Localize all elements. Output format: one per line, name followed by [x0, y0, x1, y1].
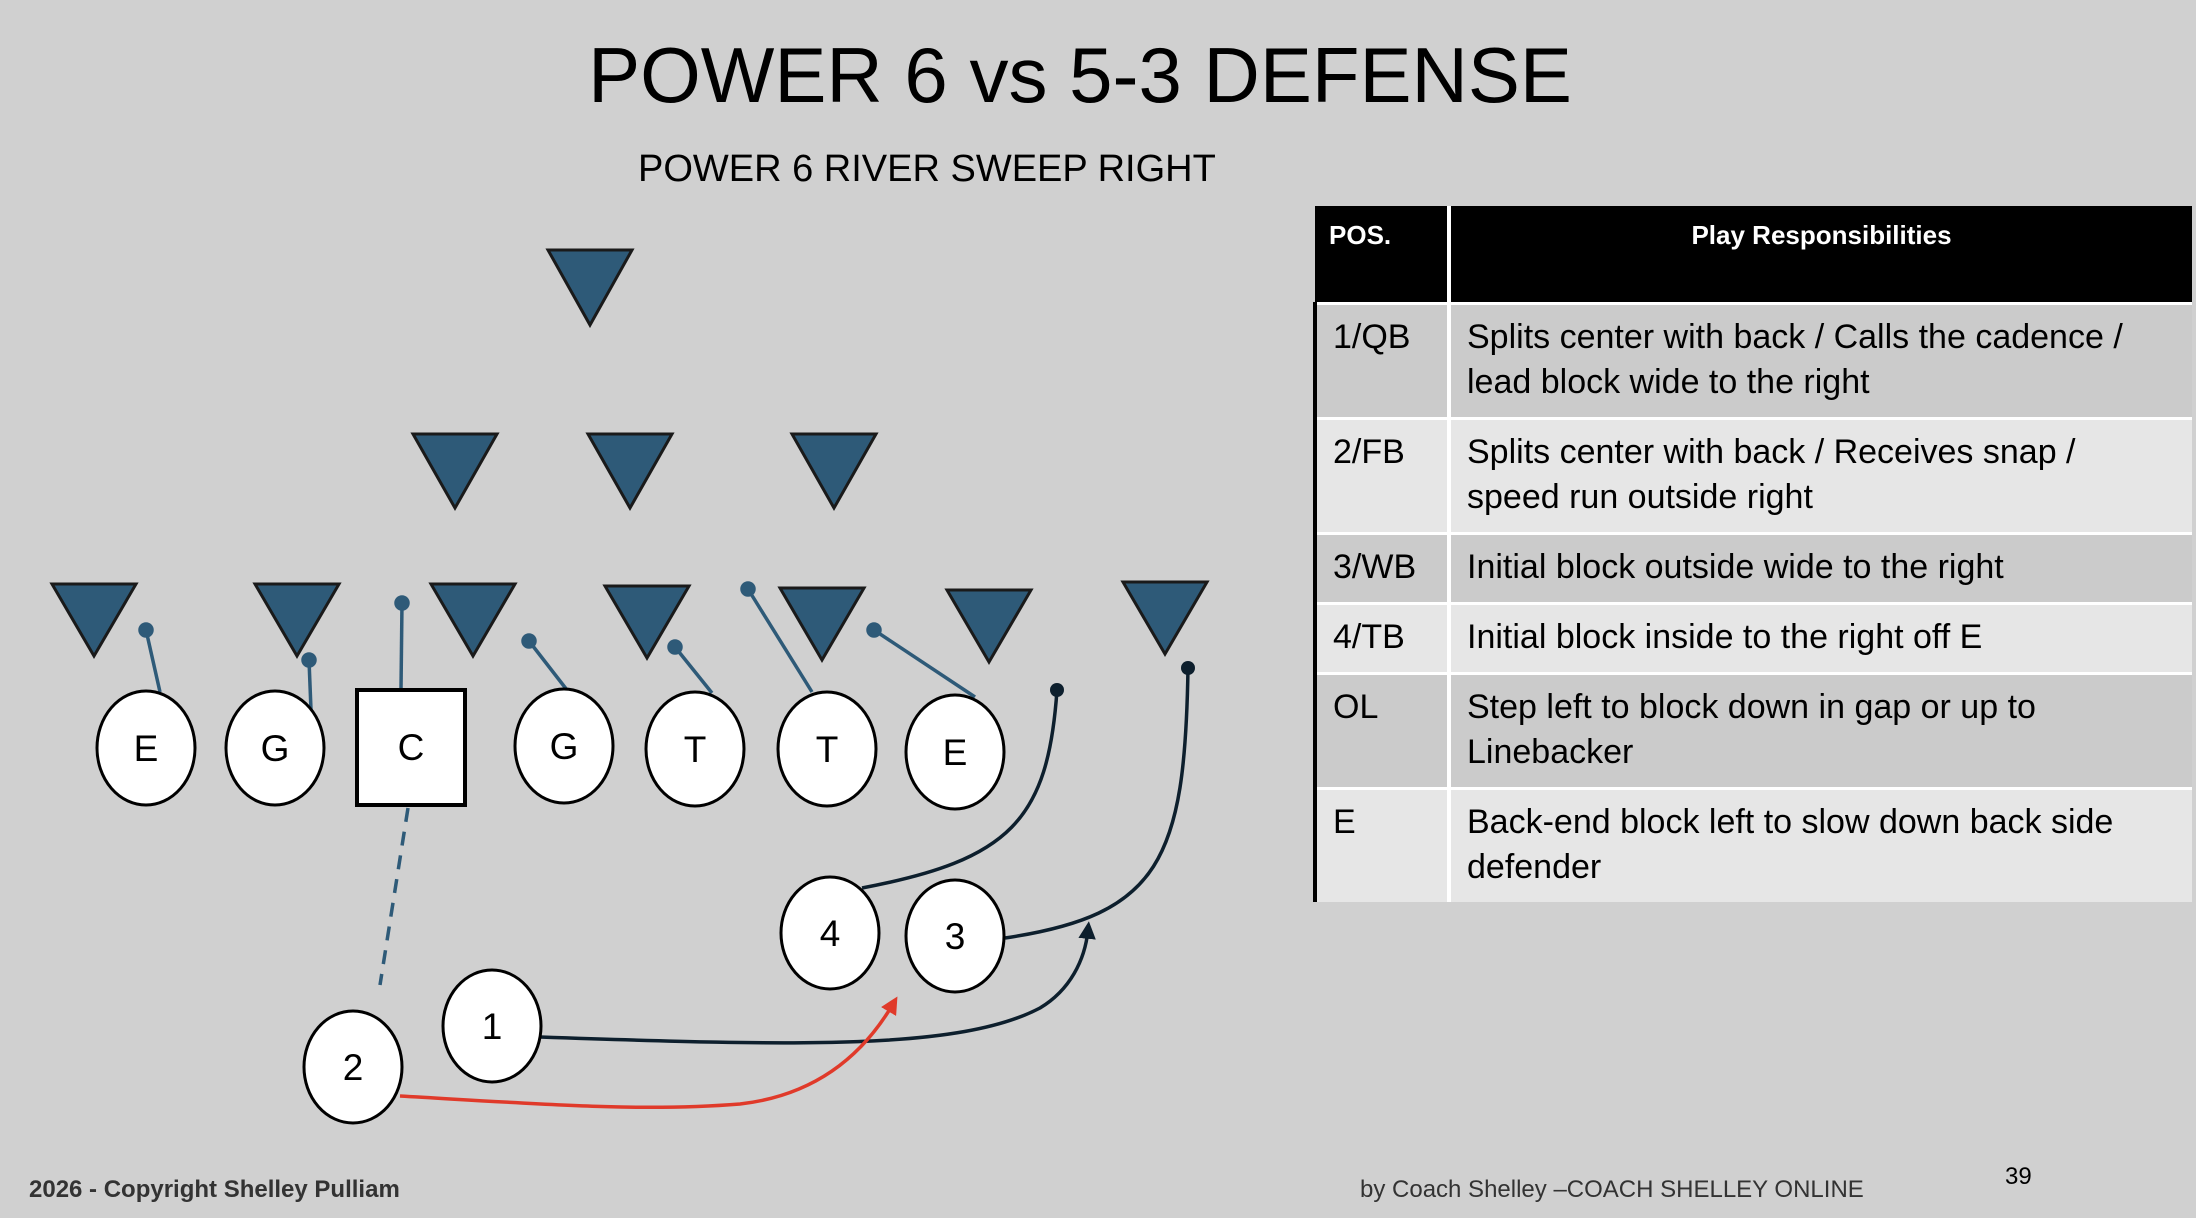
defense — [49, 248, 1210, 665]
table-header-row: POS. Play Responsibilities — [1315, 206, 2192, 304]
table-row: 3/WB Initial block outside wide to the r… — [1313, 532, 2192, 604]
route-4-block — [861, 689, 1059, 890]
player-right-end — [904, 693, 1006, 811]
player-1-label: 1 — [482, 1006, 503, 1047]
responsibilities-table: POS. Play Responsibilities 1/QB Splits c… — [1313, 206, 2192, 902]
offensive-line: E G C G T T E — [95, 687, 1006, 811]
row-pos: 3/WB — [1313, 532, 1451, 604]
row-responsibility: Step left to block down in gap or up to … — [1449, 672, 2192, 789]
row-responsibility: Splits center with back / Receives snap … — [1449, 417, 2192, 534]
defender-lineman-marker — [428, 582, 518, 659]
player-2-label: 2 — [343, 1047, 364, 1088]
play-diagram: E G C G T T E 1 2 3 4 — [49, 248, 1210, 1125]
player-4-label: 4 — [820, 913, 841, 954]
table-row: E Back-end block left to slow down back … — [1313, 787, 2192, 902]
player-4-tb — [779, 875, 881, 991]
route-3-end-dot — [1181, 661, 1195, 675]
player-left-guard — [224, 689, 326, 807]
player-right-tackle-2-label: T — [816, 729, 839, 770]
page-number: 39 — [2005, 1163, 2032, 1190]
route-2-carrier-arrow — [399, 996, 898, 1110]
player-right-tackle-1-label: T — [684, 729, 707, 770]
route-4-end-dot — [1050, 683, 1064, 697]
defender-linebacker-marker — [789, 432, 879, 512]
blocking-assignments — [138, 581, 976, 711]
row-responsibility: Splits center with back / Calls the cade… — [1449, 302, 2192, 419]
page-title: POWER 6 vs 5-3 DEFENSE — [588, 31, 1572, 119]
route-1-lead — [539, 921, 1096, 1045]
row-responsibility: Back-end block left to slow down back si… — [1449, 787, 2192, 902]
player-right-guard — [513, 687, 615, 805]
row-pos: 2/FB — [1313, 417, 1451, 534]
row-pos: 1/QB — [1313, 302, 1451, 419]
backfield: 1 2 3 4 — [302, 875, 1006, 1125]
defender-lineman-marker — [49, 582, 139, 659]
player-left-guard-label: G — [261, 728, 290, 769]
player-1-qb — [441, 968, 543, 1084]
table-row: 1/QB Splits center with back / Calls the… — [1313, 302, 2192, 419]
header-responsibilities: Play Responsibilities — [1449, 206, 2192, 304]
player-3-label: 3 — [945, 916, 966, 957]
player-2-fb — [302, 1009, 404, 1125]
defender-lineman-marker — [777, 586, 867, 663]
defender-safety-marker — [545, 248, 635, 329]
play-subtitle: POWER 6 RIVER SWEEP RIGHT — [638, 148, 1216, 190]
table-row: 4/TB Initial block inside to the right o… — [1313, 602, 2192, 674]
header-pos: POS. — [1315, 206, 1451, 304]
defender-lineman-marker — [1120, 580, 1210, 657]
row-responsibility: Initial block inside to the right off E — [1449, 602, 2192, 674]
defender-lineman-marker — [944, 588, 1034, 665]
defender-lineman-marker — [602, 584, 692, 661]
player-center-label: C — [398, 727, 425, 768]
player-center — [355, 688, 467, 807]
player-right-guard-label: G — [550, 726, 579, 767]
row-responsibility: Initial block outside wide to the right — [1449, 532, 2192, 604]
row-pos: OL — [1313, 672, 1451, 789]
copyright-text: 2026 - Copyright Shelley Pulliam — [29, 1176, 400, 1203]
credit-text: by Coach Shelley –COACH SHELLEY ONLINE — [1360, 1176, 1864, 1203]
defender-linebacker-marker — [585, 432, 675, 512]
defender-lineman-marker — [252, 582, 342, 659]
player-left-end — [95, 689, 197, 807]
player-3-wb — [904, 878, 1006, 994]
player-right-end-label: E — [943, 732, 968, 773]
player-right-tackle-2 — [776, 690, 878, 808]
player-left-end-label: E — [134, 728, 159, 769]
row-pos: 4/TB — [1313, 602, 1451, 674]
row-pos: E — [1313, 787, 1451, 902]
table-row: 2/FB Splits center with back / Receives … — [1313, 417, 2192, 534]
route-3-block — [1004, 667, 1190, 940]
defender-linebacker-marker — [410, 432, 500, 512]
snap-line — [378, 807, 410, 986]
table-row: OL Step left to block down in gap or up … — [1313, 672, 2192, 789]
player-right-tackle-1 — [644, 690, 746, 808]
